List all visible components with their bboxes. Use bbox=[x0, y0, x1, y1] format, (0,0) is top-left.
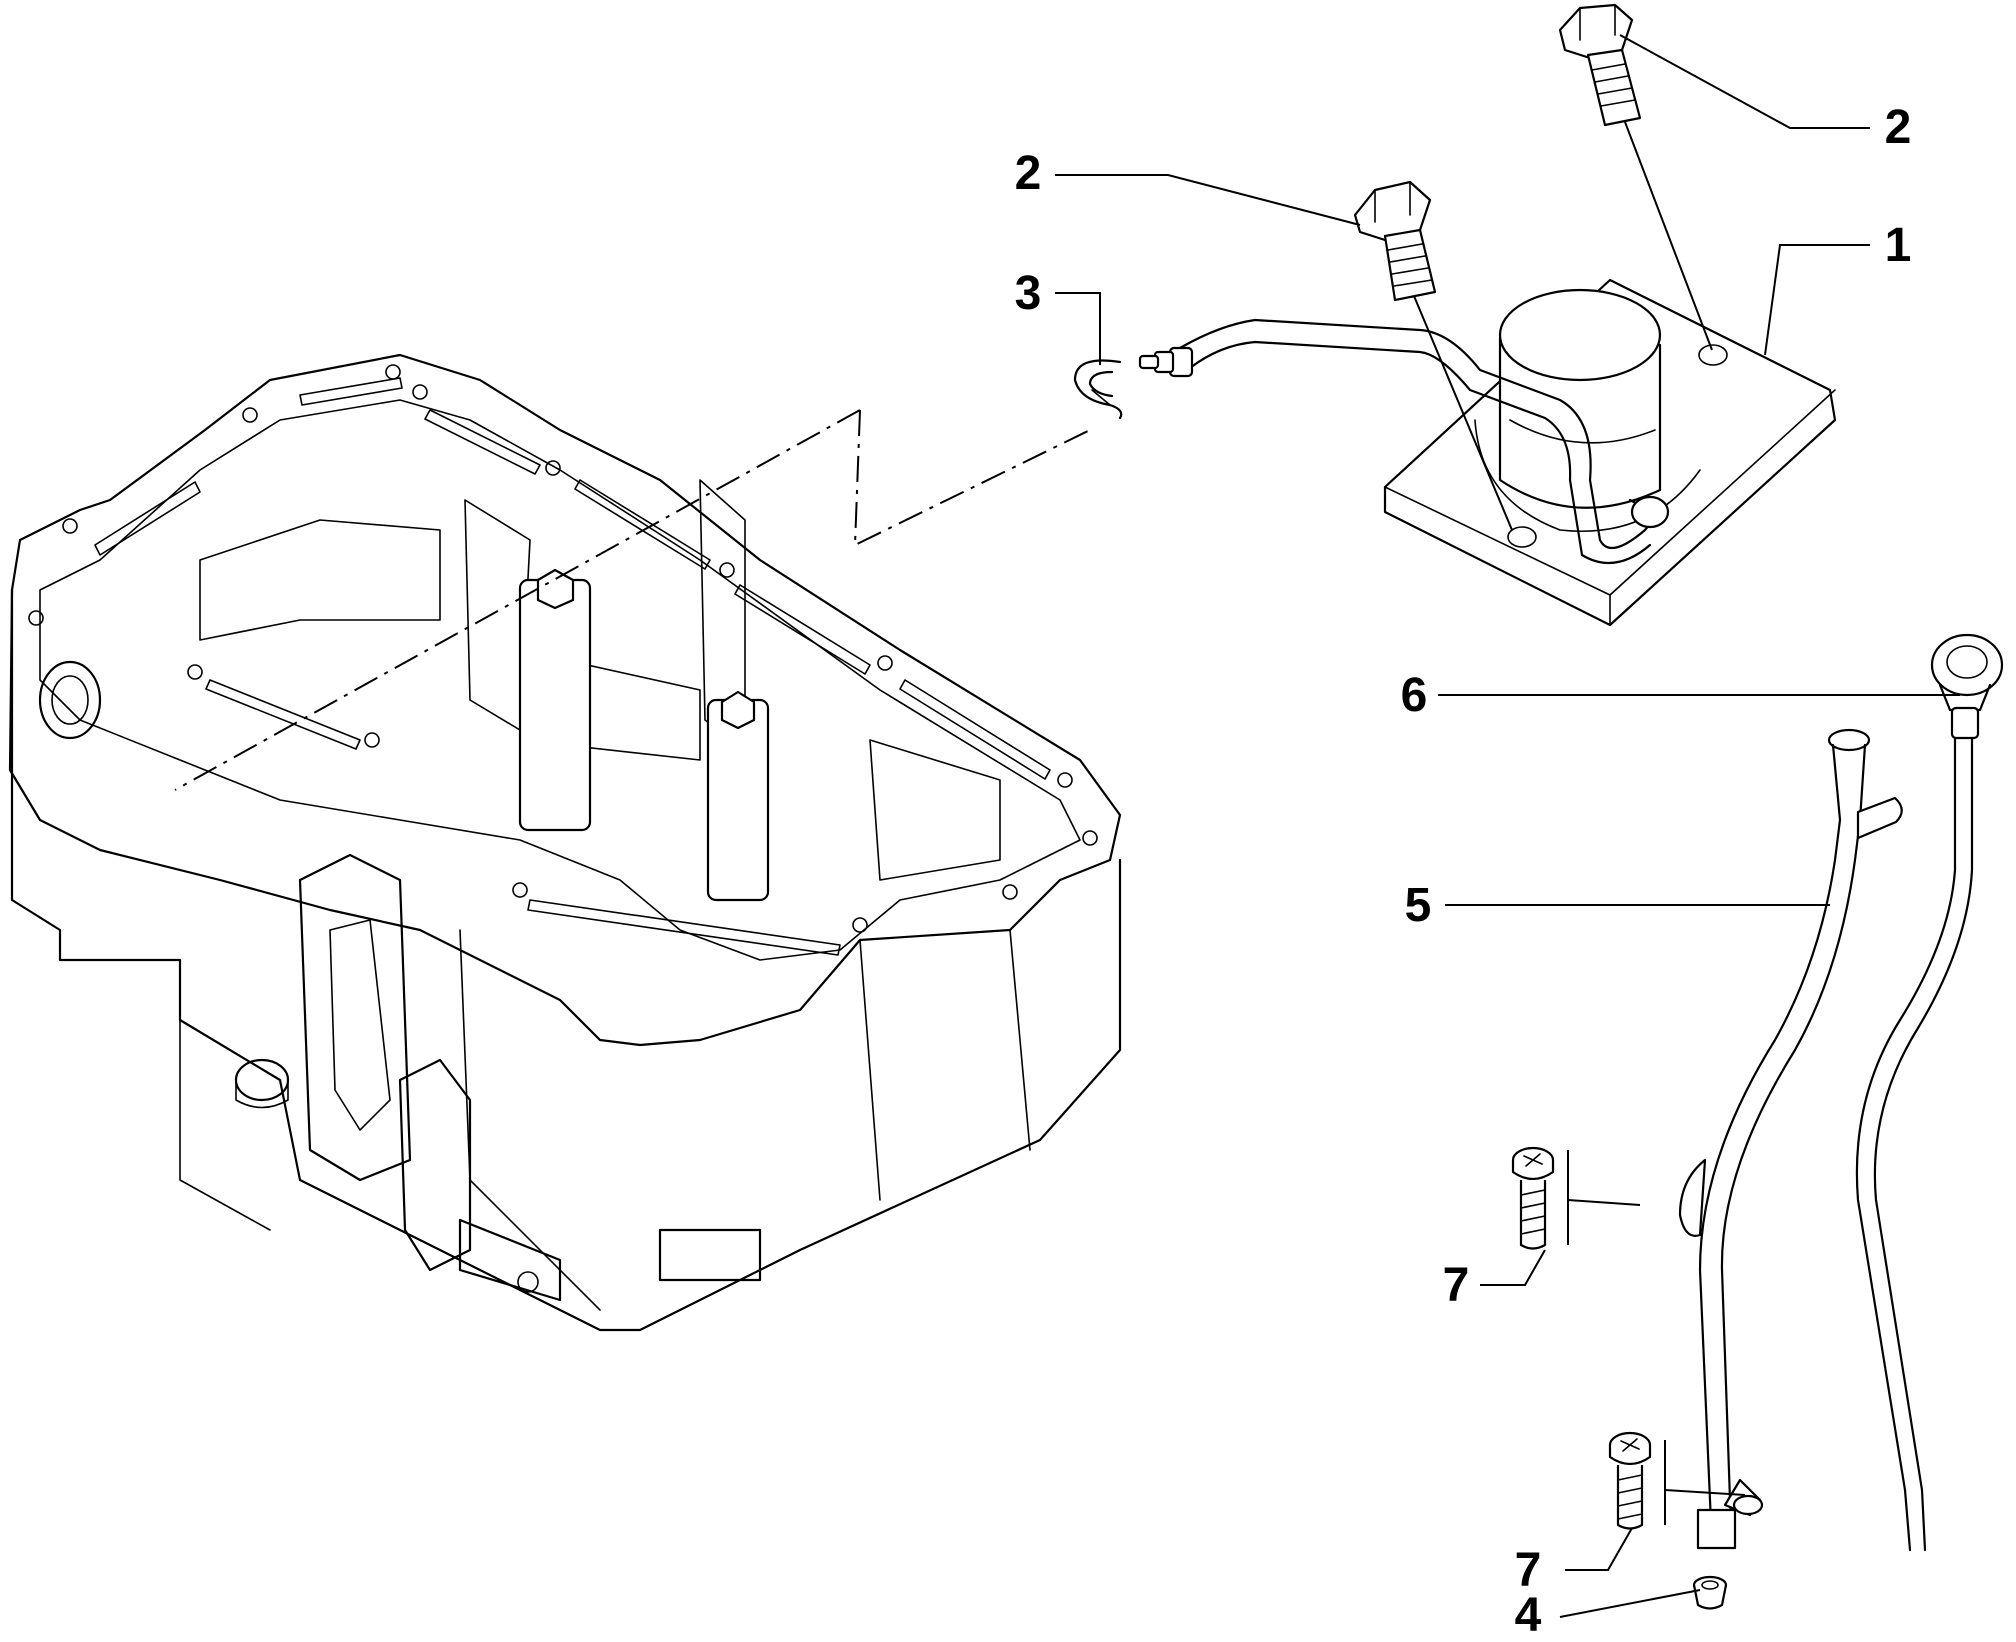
callout-1: 1 bbox=[1884, 219, 1912, 272]
callout-6: 6 bbox=[1400, 669, 1428, 722]
callout-2-left: 2 bbox=[1014, 147, 1042, 200]
leader-lines bbox=[1055, 34, 1960, 1618]
callout-7-upper: 7 bbox=[1442, 1259, 1470, 1312]
retaining-clip bbox=[1073, 359, 1123, 420]
bolt-left bbox=[1353, 180, 1513, 531]
sealing-washer bbox=[1692, 1575, 1728, 1610]
callout-4: 4 bbox=[1514, 1589, 1542, 1642]
callout-2-right: 2 bbox=[1884, 101, 1912, 154]
oil-strainer-pickup bbox=[1138, 278, 1837, 627]
dipstick bbox=[1855, 633, 2004, 1552]
dipstick-tube bbox=[1678, 728, 1903, 1550]
bolt-right bbox=[1558, 3, 1713, 351]
screw-lower bbox=[1608, 1431, 1746, 1530]
screw-upper bbox=[1511, 1146, 1641, 1250]
oil-pan bbox=[8, 353, 1122, 1332]
callout-5: 5 bbox=[1404, 879, 1432, 932]
assembly-line-pickup bbox=[174, 409, 1091, 791]
callout-7-lower: 7 bbox=[1514, 1544, 1542, 1597]
callout-3: 3 bbox=[1014, 267, 1042, 320]
